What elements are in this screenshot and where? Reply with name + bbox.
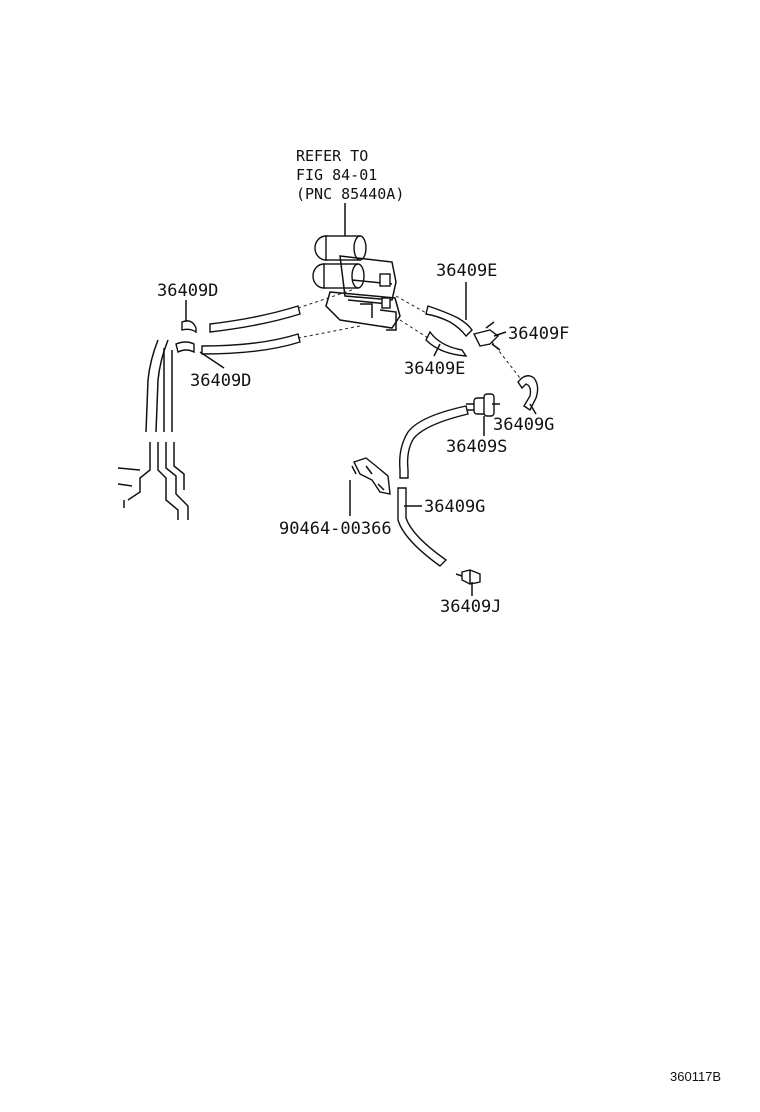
- hose-36409g-lower-drawing: [397, 487, 448, 567]
- hose-36409d-upper-drawing: [181, 305, 301, 334]
- hose-36409e-lower-drawing: [425, 330, 468, 357]
- callout-90464-00366: 90464-00366: [279, 519, 392, 539]
- figure-code: 360117B: [670, 1069, 721, 1084]
- refer-note-line1: REFER TO: [296, 147, 368, 165]
- vsv-assembly-drawing: [312, 235, 401, 331]
- fitting-36409f-drawing: [472, 321, 501, 351]
- callout-labels: 36409D 36409D 36409E 36409F 36409E 36409…: [157, 261, 569, 617]
- refer-note-line2: FIG 84-01: [296, 166, 377, 184]
- refer-note: REFER TO FIG 84-01 (PNC 85440A): [296, 147, 404, 240]
- callout-36409e-upper: 36409E: [436, 261, 497, 281]
- hose-long-drawing: [398, 405, 469, 479]
- callout-36409g-lower: 36409G: [424, 497, 485, 517]
- connector-36409j-drawing: [455, 569, 481, 585]
- clamp-90464-drawing: [351, 457, 391, 495]
- callout-36409e-lower: 36409E: [404, 359, 465, 379]
- refer-note-line3: (PNC 85440A): [296, 185, 404, 203]
- callout-36409d-lower: 36409D: [190, 371, 251, 391]
- hose-36409g-upper-drawing: [517, 375, 539, 412]
- hose-36409e-upper-drawing: [425, 305, 473, 338]
- hose-36409d-lower-drawing: [175, 333, 301, 355]
- leader-lines: [185, 282, 537, 596]
- callout-36409d-upper: 36409D: [157, 281, 218, 301]
- callout-36409g-upper: 36409G: [493, 415, 554, 435]
- valve-36409s-drawing: [466, 393, 500, 417]
- pipe-lines-left-drawing: [117, 339, 189, 520]
- callout-36409s: 36409S: [446, 437, 507, 457]
- callout-36409j: 36409J: [440, 597, 501, 617]
- callout-36409f: 36409F: [508, 324, 569, 344]
